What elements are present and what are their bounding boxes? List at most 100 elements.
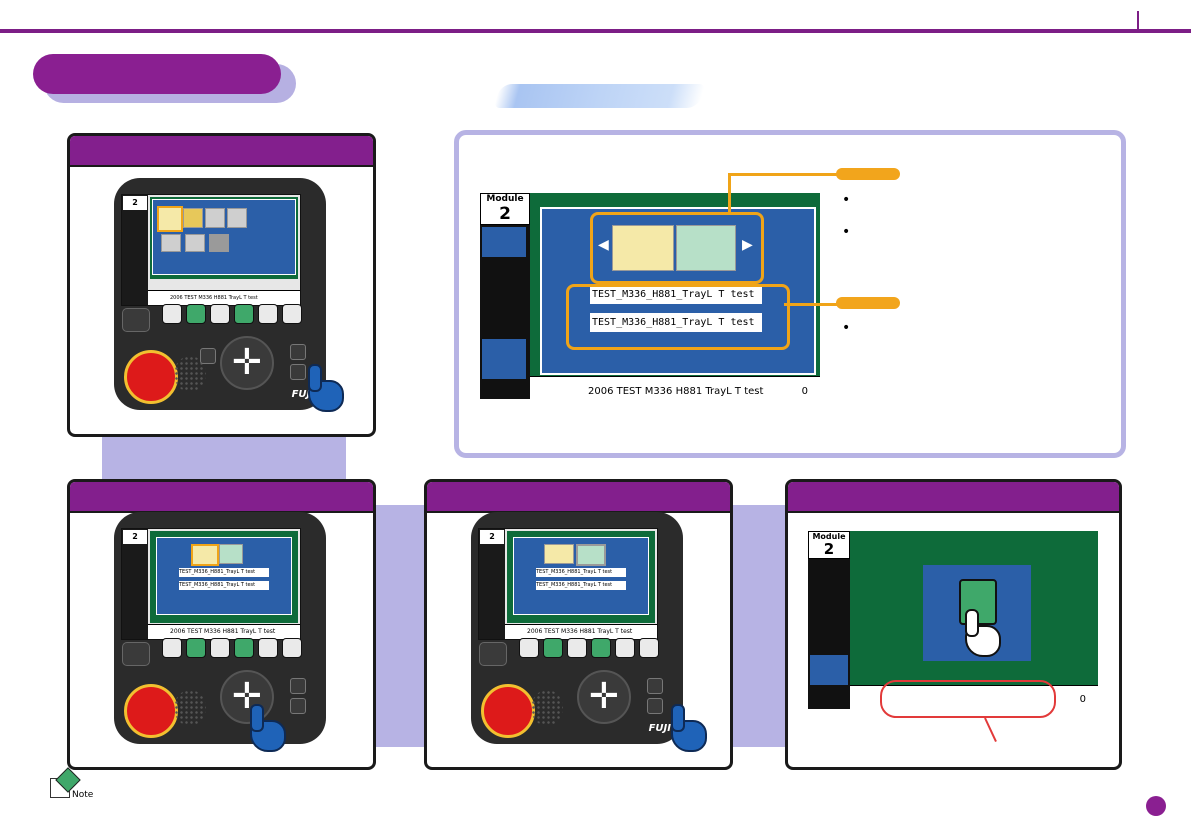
cycle-stop-key[interactable] (162, 304, 182, 324)
device-screen: 2 TEST_M336_H881_TrayL T test TEST_M336_… (478, 528, 658, 640)
arrow-keys[interactable] (220, 336, 274, 390)
pointing-hand-icon (304, 364, 344, 412)
pointing-hand-icon (667, 704, 707, 752)
feeder-icon[interactable] (227, 208, 247, 228)
program-field-2: TEST_M336_H881_TrayL T test (590, 313, 762, 332)
menu-button[interactable] (200, 348, 216, 364)
module-label: Module (486, 194, 524, 204)
home-return-icon[interactable] (544, 544, 574, 564)
bullet: • (842, 192, 851, 208)
callout-line-1b (728, 173, 838, 176)
belt-icon[interactable] (161, 234, 181, 252)
circuit-key[interactable] (210, 304, 230, 324)
start-key[interactable] (234, 304, 254, 324)
left-button[interactable] (122, 308, 150, 332)
callout-tag-2 (836, 297, 900, 309)
band-connector-2 (370, 505, 430, 747)
door-exit-icon[interactable] (219, 544, 243, 564)
cancel-button[interactable] (647, 698, 663, 714)
ok-button[interactable] (647, 678, 663, 694)
pointing-hand-icon (246, 704, 286, 752)
ready-on-key[interactable] (186, 304, 206, 324)
home-return-icon[interactable] (191, 544, 219, 566)
band-connector-3 (726, 505, 788, 747)
door-exit-icon[interactable] (576, 544, 606, 566)
module-box: Module 2 (808, 531, 850, 559)
panel-header (427, 482, 730, 513)
panel-header (788, 482, 1119, 513)
icon-callout (590, 212, 764, 284)
cancel-button[interactable] (290, 698, 306, 714)
home-return-icon[interactable] (612, 225, 674, 271)
step-panel-4: Module 2 0 (785, 479, 1122, 770)
door-exit-icon[interactable] (676, 225, 736, 271)
program-field-2: TEST_M336_H881_TrayL T test (536, 581, 626, 590)
module-side-icon (482, 227, 526, 257)
module-number: 2 (123, 530, 147, 544)
field-callout (566, 284, 790, 350)
module-label: Module (812, 532, 846, 541)
conveyor-icon[interactable] (185, 234, 205, 252)
status-count: 0 (801, 386, 808, 397)
module-number: 2 (480, 530, 504, 544)
status-line: 2006 TEST M336 H881 TrayL T test (505, 624, 657, 639)
program-field-1: TEST_M336_H881_TrayL T test (590, 285, 762, 304)
status-line: 2006 TEST M336 H881 TrayL T test (148, 624, 300, 639)
note-icon (50, 767, 81, 798)
stop-key[interactable] (258, 304, 278, 324)
page-marker (1146, 796, 1166, 816)
home-return-icon[interactable] (157, 206, 183, 232)
program-field-2: TEST_M336_H881_TrayL T test (179, 581, 269, 590)
home-side-icon[interactable] (482, 339, 526, 379)
device-screen: 2 TEST_M336_H881_TrayL T test TEST_M336_… (121, 528, 301, 640)
start-dialog (923, 565, 1031, 661)
highlight-circle (880, 680, 1056, 718)
module-number: 2 (499, 204, 511, 224)
resume-key[interactable] (282, 304, 302, 324)
decorative-brush (493, 84, 706, 108)
annotation-pointer (984, 717, 997, 742)
nozzle-icon[interactable] (205, 208, 225, 228)
operation-panel-device: 2 2006 TEST M336 H881 TrayL T test (114, 178, 326, 410)
tool-icon[interactable] (183, 208, 203, 228)
bullet: • (842, 320, 851, 336)
band-connector-1 (102, 430, 346, 480)
left-arrow-icon[interactable]: ◀ (598, 237, 609, 253)
header-rule (0, 11, 1191, 33)
cancel-button[interactable] (290, 364, 306, 380)
note-label: Note (72, 790, 94, 800)
program-field-1: TEST_M336_H881_TrayL T test (179, 568, 269, 577)
step-panel-1: 2 2006 TEST M336 H881 TrayL T test (67, 133, 376, 437)
arrow-keys[interactable] (577, 670, 631, 724)
callout-tag-1 (836, 168, 900, 180)
operation-panel-device: 2 TEST_M336_H881_TrayL T test TEST_M336_… (471, 512, 683, 744)
bullet: • (842, 224, 851, 240)
program-field-1: TEST_M336_H881_TrayL T test (536, 568, 626, 577)
title-pill (33, 54, 281, 94)
screen-side (122, 195, 148, 305)
panel-header (70, 482, 373, 513)
ok-button[interactable] (290, 344, 306, 360)
emergency-stop-button[interactable] (124, 350, 178, 404)
emergency-stop-button[interactable] (124, 684, 178, 738)
ok-button[interactable] (290, 678, 306, 694)
operation-panel-device: 2 TEST_M336_H881_TrayL T test TEST_M336_… (114, 512, 326, 744)
board-icon[interactable] (209, 234, 229, 252)
status-count: 0 (1079, 694, 1086, 705)
home-side-icon[interactable] (810, 655, 848, 685)
status-line: 2006 TEST M336 H881 TrayL T test (148, 290, 300, 305)
status-bar: 2006 TEST M336 H881 TrayL T test 0 (530, 376, 820, 400)
right-arrow-icon[interactable]: ▶ (742, 237, 753, 253)
step-panel-3: 2 TEST_M336_H881_TrayL T test TEST_M336_… (424, 479, 733, 770)
start-screen: Module 2 0 (808, 531, 1098, 710)
module-number: 2 (823, 540, 835, 558)
screen-dialog: TEST_M336_H881_TrayL T test TEST_M336_H8… (513, 537, 649, 615)
callout-line-2 (784, 303, 838, 306)
step-panel-2: 2 TEST_M336_H881_TrayL T test TEST_M336_… (67, 479, 376, 770)
key-row (162, 304, 302, 328)
pointing-hand-icon (961, 609, 1001, 657)
emergency-stop-button[interactable] (481, 684, 535, 738)
screen-dialog: TEST_M336_H881_TrayL T test TEST_M336_H8… (156, 537, 292, 615)
status-text: 2006 TEST M336 H881 TrayL T test (588, 386, 764, 397)
icon-menu (152, 199, 296, 275)
